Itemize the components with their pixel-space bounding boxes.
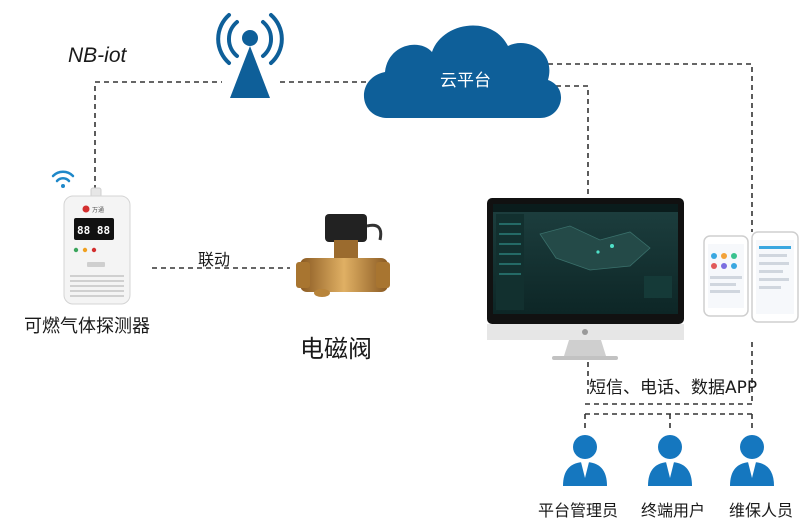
person-icon-terminal xyxy=(648,435,692,486)
line-bus-users xyxy=(584,413,753,430)
line-cloud-phones xyxy=(548,63,753,232)
gas-detector-icon: 万通 88 88 xyxy=(63,187,131,305)
connection-lines xyxy=(94,63,753,430)
detector-vents xyxy=(70,275,124,297)
line-cloud-monitor xyxy=(556,85,589,198)
wifi-icon xyxy=(51,170,75,188)
maintenance-staff-label: 维保人员 xyxy=(729,501,794,520)
phone-icon xyxy=(703,235,749,317)
platform-admin-label: 平台管理员 xyxy=(538,501,619,520)
line-detector-tower xyxy=(94,81,222,190)
solenoid-valve-label: 电磁阀 xyxy=(300,335,372,363)
linkage-label: 联动 xyxy=(198,250,231,269)
detector-brand: 万通 xyxy=(92,206,104,214)
tablet-icon xyxy=(751,231,799,323)
antenna-tower-icon xyxy=(216,13,284,98)
detector-readout: 88 88 xyxy=(77,224,110,237)
monitor-icon xyxy=(487,198,684,360)
gas-detector-label: 可燃气体探测器 xyxy=(24,316,150,337)
person-icon-maintenance xyxy=(730,435,774,486)
cloud-icon xyxy=(363,25,562,119)
cloud-platform-label: 云平台 xyxy=(440,71,491,91)
network-label: NB-iot xyxy=(68,44,127,67)
solenoid-valve-icon xyxy=(296,214,390,297)
person-icon-admin xyxy=(563,435,607,486)
terminal-user-label: 终端用户 xyxy=(641,501,706,520)
notification-channels-label: 短信、电话、数据APP xyxy=(589,378,758,398)
